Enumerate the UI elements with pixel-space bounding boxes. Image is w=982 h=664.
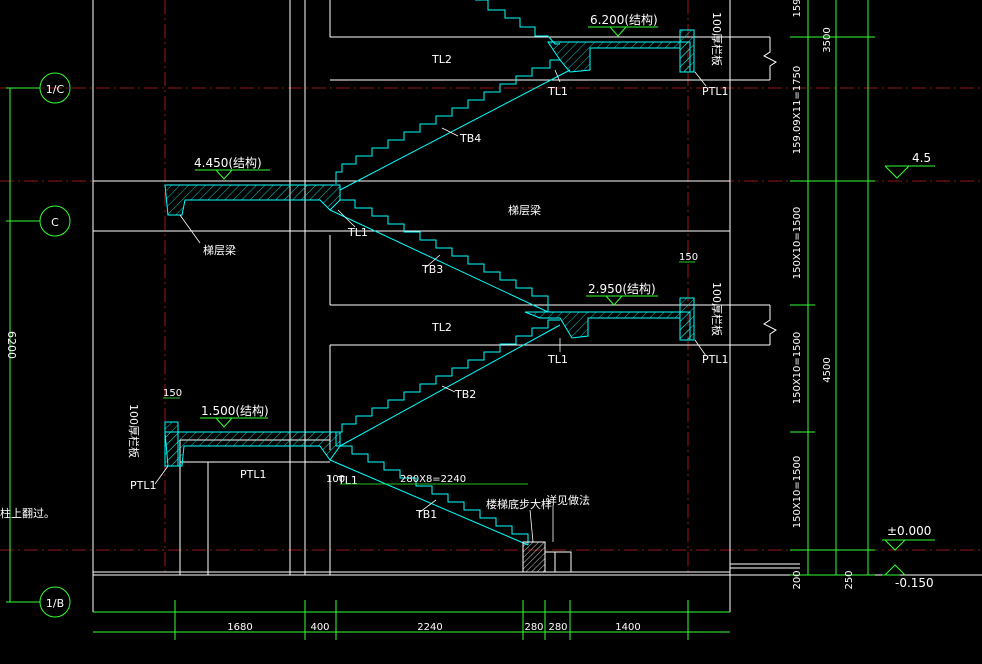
dim-right-159: 159 xyxy=(792,0,803,18)
dim-bottom-1680: 1680 xyxy=(227,622,252,633)
stair-base-step xyxy=(544,551,572,573)
left-vertical-dim: 6200 xyxy=(5,331,18,359)
grid-bubble-1b xyxy=(39,586,71,618)
stair-flights xyxy=(164,0,695,546)
leader-lines xyxy=(154,69,707,543)
bottom-dim-chain xyxy=(93,600,730,640)
label-parapet-top: 100厚栏板 xyxy=(710,12,724,66)
dim-150-mid: 150 xyxy=(679,252,698,263)
local-dims xyxy=(163,261,695,485)
left-note: 柱上翻过。 xyxy=(0,506,55,520)
label-tb4: TB4 xyxy=(459,132,481,145)
landing-top xyxy=(547,41,691,73)
level-2950: 2.950(结构) xyxy=(588,281,656,296)
grid-bubble-1c xyxy=(39,72,71,104)
label-note-right: 详见做法 xyxy=(546,493,590,507)
dim-bottom-2240: 2240 xyxy=(417,622,442,633)
level-4-5: 4.5 xyxy=(912,151,931,165)
dim-right-3500: 3500 xyxy=(822,27,833,52)
label-tl1-mid: TL1 xyxy=(347,226,368,239)
grid-axis-left xyxy=(6,72,71,618)
dim-bottom-280a: 280 xyxy=(524,622,543,633)
level-1500: 1.500(结构) xyxy=(201,403,269,418)
label-ptl1-mid: PTL1 xyxy=(702,353,728,366)
label-ptl1-left: PTL1 xyxy=(130,479,156,492)
dim-280x8: 280X8=2240 xyxy=(400,474,466,485)
dim-right-150x10-c: 150X10=1500 xyxy=(792,456,803,529)
level-6200: 6.200(结构) xyxy=(590,12,658,27)
label-tb2: TB2 xyxy=(454,388,476,401)
label-landing-top: 梯层梁 xyxy=(508,203,541,217)
grid-bubble-c xyxy=(39,205,71,237)
dim-right-150x10-a: 150X10=1500 xyxy=(792,207,803,280)
grid-label-1c: 1/C xyxy=(46,83,65,96)
label-landing-left: 梯层梁 xyxy=(203,243,236,257)
label-tl2-mid: TL2 xyxy=(431,321,452,334)
label-tl1-top: TL1 xyxy=(547,85,568,98)
dim-right-250: 250 xyxy=(844,570,855,589)
label-tl1-mid2: TL1 xyxy=(547,353,568,366)
label-parapet-left: 100厚栏板 xyxy=(127,404,141,458)
stair-base-block xyxy=(522,541,546,573)
label-ptl1-low: PTL1 xyxy=(240,468,266,481)
level-neg0150: -0.150 xyxy=(895,576,934,590)
landing-4450 xyxy=(164,184,341,216)
dim-100: 100 xyxy=(326,474,345,485)
dim-bottom-400: 400 xyxy=(310,622,329,633)
dim-bottom-280b: 280 xyxy=(548,622,567,633)
label-parapet-mid: 100厚栏板 xyxy=(710,282,724,336)
landing-2950 xyxy=(524,311,691,341)
dim-right-159x11: 159.09X11=1750 xyxy=(792,66,803,154)
label-tl2-top: TL2 xyxy=(431,53,452,66)
grid-label-c: C xyxy=(51,216,59,229)
level-0000: ±0.000 xyxy=(887,524,931,538)
level-4450: 4.450(结构) xyxy=(194,155,262,170)
grid-label-1b: 1/B xyxy=(46,597,64,610)
label-tb3: TB3 xyxy=(421,263,443,276)
dim-right-4500: 4500 xyxy=(822,357,833,382)
dim-right-150x10-b: 150X10=1500 xyxy=(792,332,803,405)
dim-bottom-1400: 1400 xyxy=(615,622,640,633)
landing-1500 xyxy=(164,431,341,467)
right-dim-chain xyxy=(790,0,875,576)
dim-right-200: 200 xyxy=(792,570,803,589)
dim-150-left: 150 xyxy=(163,388,182,399)
label-ptl1-top: PTL1 xyxy=(702,85,728,98)
label-stair-base: 楼梯底步大样 xyxy=(486,497,552,511)
label-tb1: TB1 xyxy=(415,508,437,521)
structure-lines xyxy=(92,0,982,612)
level-markers xyxy=(195,26,935,576)
